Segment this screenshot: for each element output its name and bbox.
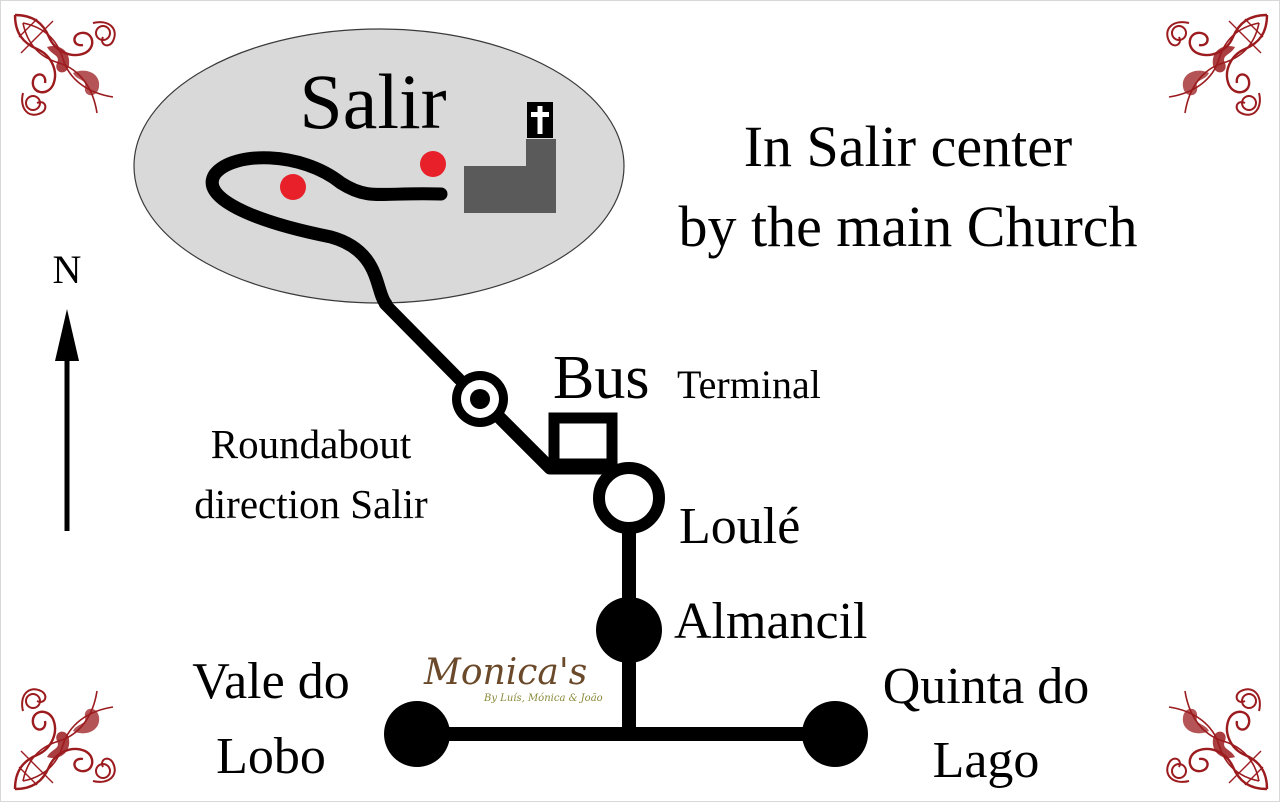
cross-icon	[527, 102, 553, 138]
vale-do-lobo-node	[384, 701, 450, 767]
quinta-do-lago-node	[802, 701, 868, 767]
vale-do-lobo-label-line-1: Vale do	[192, 653, 349, 710]
north-label: N	[53, 247, 82, 292]
church-icon	[464, 139, 556, 213]
salir-street	[205, 151, 448, 311]
quinta-do-lago-label-line-2: Lago	[933, 732, 1040, 789]
quinta-do-lago-label-line-1: Quinta do	[883, 658, 1090, 715]
salir-area-label: Salir	[299, 58, 446, 145]
salir-location-marker	[280, 174, 306, 200]
caption-line-1: In Salir center	[744, 114, 1073, 179]
road-salir-to-roundabout	[379, 298, 465, 385]
salir-location-marker	[420, 151, 446, 177]
almancil-label: Almancil	[674, 593, 868, 650]
loule-label: Loulé	[679, 498, 800, 555]
terminal-label: Terminal	[677, 362, 821, 407]
loule-node	[593, 462, 665, 534]
square-outline-icon	[548, 412, 618, 470]
vale-do-lobo-label-line-2: Lobo	[216, 728, 326, 785]
logo-tagline: By Luís, Mónica & João	[483, 693, 603, 704]
bus-label: Bus	[553, 344, 649, 412]
logo-name: Monica's	[423, 652, 587, 693]
roundabout-label-line-2: direction Salir	[194, 481, 428, 527]
roundabout-icon	[452, 371, 508, 427]
roundabout-label-line-1: Roundabout	[211, 421, 412, 467]
corner-ornament-bottom-left	[13, 688, 116, 791]
corner-ornament-bottom-right	[1166, 688, 1269, 791]
north-arrow-icon	[55, 309, 79, 531]
corner-ornament-top-left	[13, 13, 116, 116]
corner-ornament-top-right	[1166, 13, 1269, 116]
almancil-node	[596, 597, 662, 663]
caption-line-2: by the main Church	[678, 194, 1137, 259]
